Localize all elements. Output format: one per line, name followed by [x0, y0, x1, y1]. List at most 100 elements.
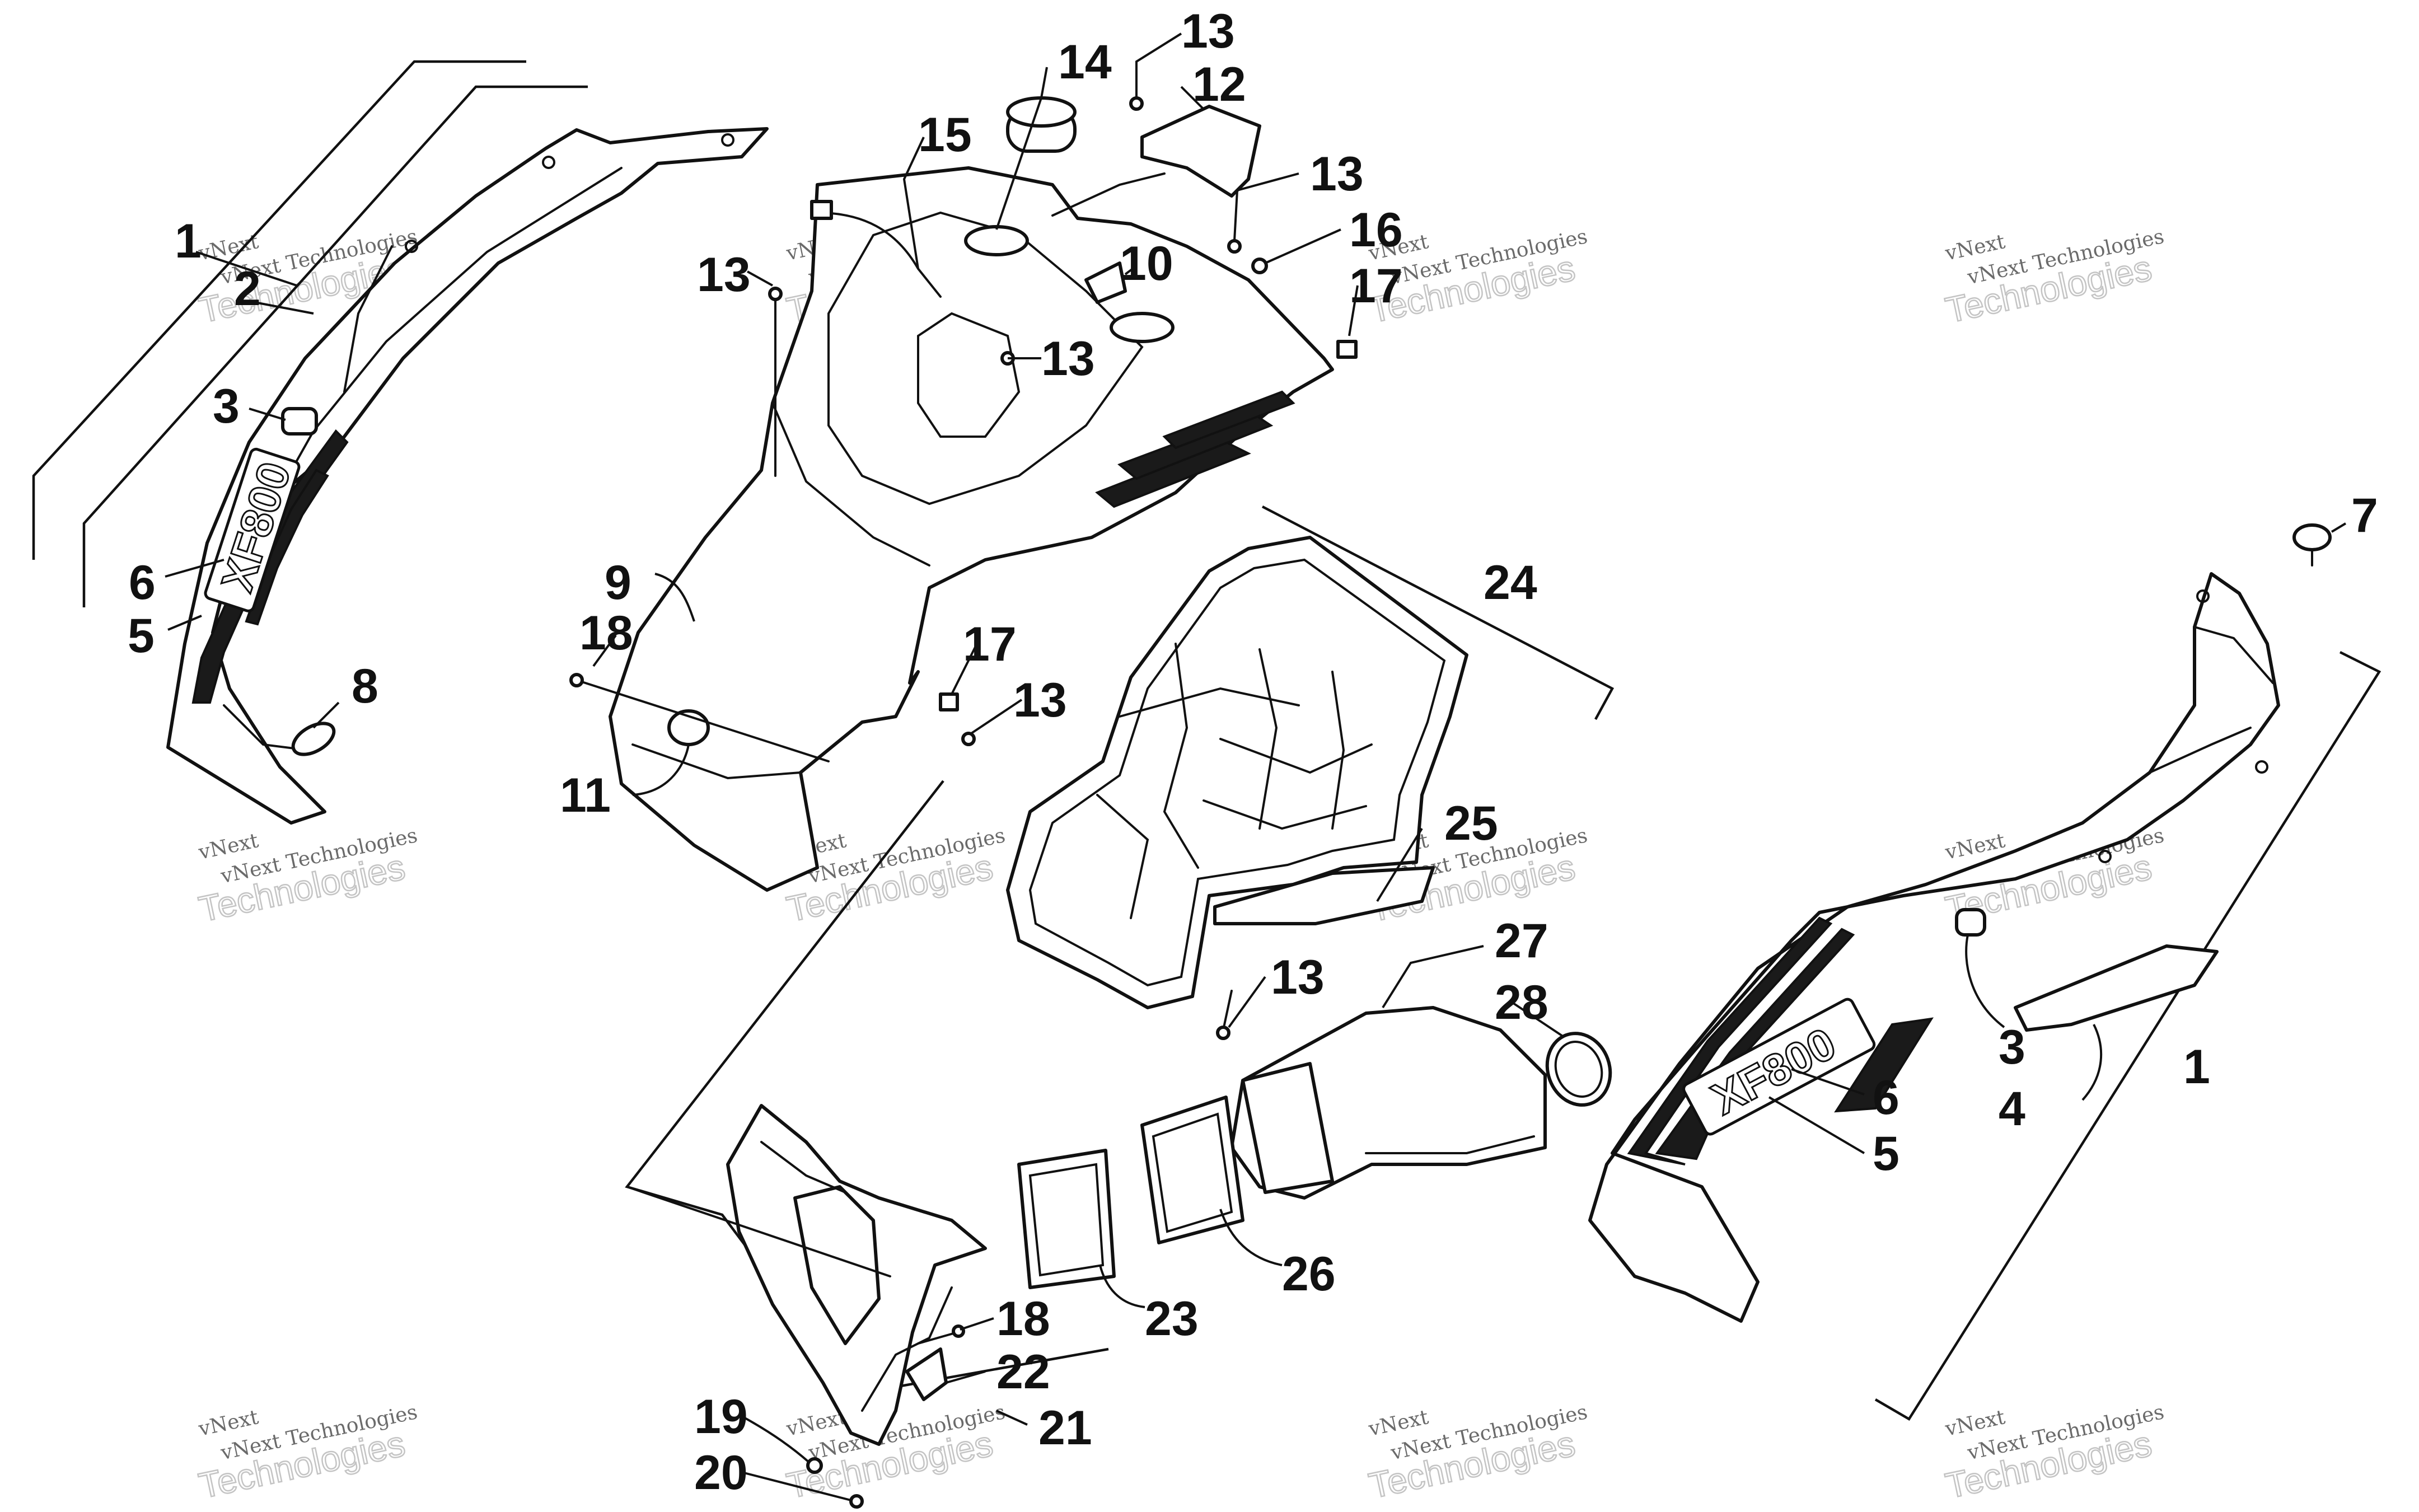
- push-rivet-7: [2292, 523, 2332, 551]
- leader-line: [2331, 522, 2347, 533]
- callout-label: 13: [697, 248, 751, 302]
- callout-label: 13: [1013, 673, 1067, 727]
- watermark: vNext vNext Technologies Technologies: [1941, 1401, 2166, 1507]
- right-panel-stripe: [1834, 1017, 1934, 1113]
- leader-line: [996, 1410, 1028, 1426]
- leader-line: [902, 137, 925, 269]
- hood-lower-edge: [631, 743, 802, 780]
- leader-line: [946, 1370, 986, 1384]
- leader-line: [167, 615, 202, 631]
- watermark: vNext vNext Technologies Technologies: [195, 1401, 419, 1507]
- intake-duct-opening: [1241, 1062, 1334, 1194]
- callout-label: 6: [129, 556, 156, 610]
- hood-duct-opening: [964, 225, 1029, 256]
- air-box-baffle: [1163, 643, 1199, 869]
- leader-line: [1510, 1001, 1563, 1037]
- panel-fastener-hole: [2196, 589, 2210, 603]
- leader-line: [1965, 934, 2005, 1028]
- callout-label: 13: [1310, 147, 1364, 201]
- callout-label: 5: [1873, 1127, 1899, 1181]
- retainer-16: [1251, 258, 1268, 274]
- gasket-14-top: [1006, 96, 1077, 128]
- leader-line: [312, 701, 340, 729]
- assembly-bracket-2-left: [82, 85, 588, 607]
- callout-label: 26: [1282, 1247, 1336, 1301]
- leader-line: [995, 67, 1048, 230]
- leader-line: [741, 1471, 851, 1501]
- screw-13-head: [961, 732, 976, 746]
- nose-pan-assembly: [625, 780, 1109, 1509]
- callout-label: 12: [1192, 58, 1246, 111]
- panel-fastener-hole: [721, 133, 734, 147]
- screw-20: [849, 1494, 864, 1509]
- leader-line: [1382, 945, 1484, 1009]
- gasket-23-inner: [1028, 1163, 1105, 1277]
- right-panel-stripe: [1627, 916, 1833, 1165]
- intake-duct-assembly: [1017, 1006, 1612, 1289]
- watermark: vNext vNext Technologies Technologies: [1941, 225, 2166, 331]
- right-panel-crease: [2149, 727, 2252, 774]
- air-box-baffle: [1096, 794, 1149, 919]
- hose-clamp-28-inner: [1554, 1041, 1603, 1098]
- assembly-bracket-24: [1261, 505, 1615, 720]
- callout-label: 3: [1999, 1021, 2025, 1074]
- callout-label: 13: [1271, 951, 1325, 1004]
- leader-line: [1219, 1209, 1283, 1266]
- boot-26-inner: [1152, 1112, 1233, 1233]
- leader-line: [1180, 86, 1205, 110]
- screw-13-head: [1216, 1026, 1230, 1040]
- leader-line: [741, 1415, 810, 1463]
- callout-label: 9: [605, 556, 631, 610]
- connector-15: [810, 200, 833, 220]
- callout-label: 1: [2183, 1040, 2210, 1094]
- xf800-decal-right: XF800: [1682, 998, 1876, 1136]
- hood-duct-opening: [1110, 312, 1175, 343]
- bolt-18-head: [952, 1324, 965, 1338]
- leader-line: [960, 1317, 994, 1331]
- callout-label: 5: [128, 609, 155, 663]
- nose-pan-bracket-line: [626, 1186, 891, 1277]
- hood: [609, 166, 1334, 892]
- leader-lines: [165, 32, 2347, 1501]
- callout-label: 7: [2351, 489, 2378, 542]
- leader-line: [1791, 1068, 1865, 1096]
- callout-label: 1: [175, 214, 202, 268]
- callout-label: 25: [1444, 797, 1498, 850]
- leader-line: [254, 301, 314, 315]
- callout-label: 2: [234, 262, 261, 316]
- screw-13-head: [768, 287, 783, 301]
- bolt-18-head: [569, 673, 584, 687]
- clip-17-upper: [1336, 340, 1358, 359]
- leader-line: [1099, 1265, 1145, 1308]
- leader-line: [970, 699, 1023, 734]
- air-box-inner-rim: [1028, 558, 1446, 987]
- panel-fastener-hole: [542, 156, 555, 169]
- callout-label: 17: [1349, 259, 1403, 313]
- callout-label: 6: [1873, 1071, 1899, 1125]
- seal-ring-8: [291, 722, 336, 756]
- reflector-22: [905, 1347, 948, 1401]
- nose-pan-flange: [861, 1286, 953, 1412]
- panel-fastener-hole: [2255, 760, 2268, 774]
- callout-label: 28: [1495, 976, 1548, 1029]
- leader-line: [195, 251, 297, 287]
- air-box-baffle: [1203, 799, 1367, 830]
- leader-line: [654, 573, 695, 622]
- callout-label: 19: [694, 1390, 748, 1444]
- air-box-baffle: [1219, 738, 1373, 774]
- callout-label: 11: [560, 769, 611, 822]
- callout-label: 13: [1181, 4, 1235, 58]
- leader-line: [165, 559, 224, 578]
- leader-line: [592, 634, 617, 667]
- seal-25: [1213, 866, 1435, 925]
- cover-12: [1140, 105, 1261, 198]
- decal-4: [2014, 944, 2219, 1032]
- hood-windshield-opening: [827, 211, 1144, 505]
- air-intake-assembly: [1006, 505, 1615, 1040]
- callout-label: 18: [579, 606, 633, 660]
- air-box-baffle: [1258, 648, 1278, 830]
- callout-label: 4: [1999, 1082, 2025, 1136]
- left-panel-stripe: [245, 469, 329, 626]
- callout-label: 10: [1120, 237, 1173, 291]
